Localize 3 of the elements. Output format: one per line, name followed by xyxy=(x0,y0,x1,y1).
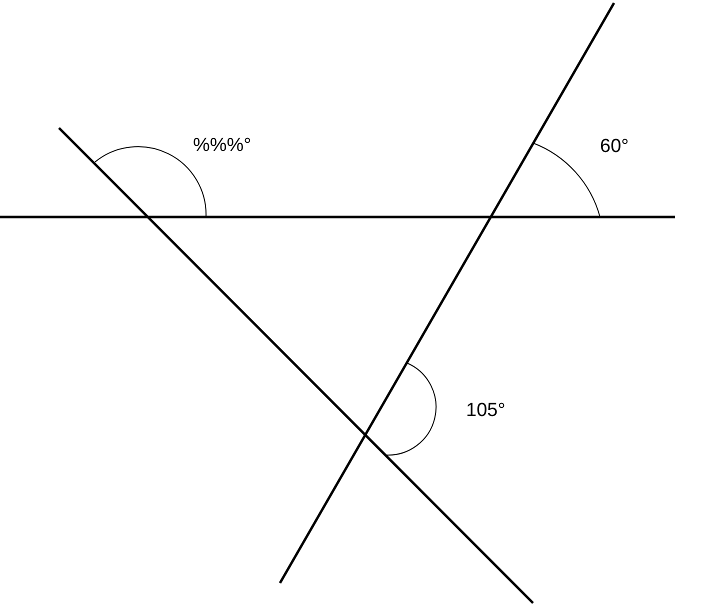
angle-label: 60° xyxy=(600,137,629,156)
angle-label: %%%° xyxy=(193,136,252,155)
angle-label: 105° xyxy=(466,401,506,420)
